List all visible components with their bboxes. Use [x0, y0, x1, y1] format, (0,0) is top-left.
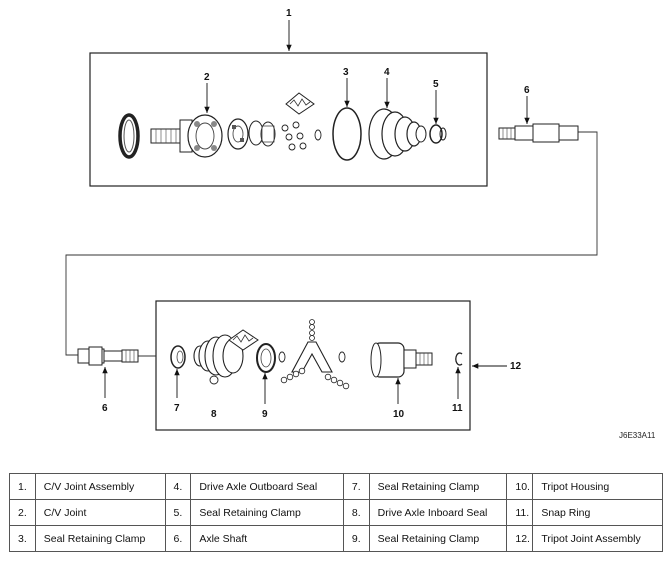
figure-id: J6E33A11: [619, 431, 656, 440]
legend-label: Seal Retaining Clamp: [368, 525, 508, 552]
legend-number: 11.: [506, 499, 534, 526]
legend-number: 4.: [164, 473, 192, 500]
snap-ring-icon: [455, 352, 463, 366]
ball-bearings-icon: [281, 121, 322, 151]
legend-label: Drive Axle Inboard Seal: [368, 499, 508, 526]
legend-label: C/V Joint: [34, 499, 166, 526]
small-seal-clamp-icon: [429, 124, 447, 144]
callout-9: 9: [262, 409, 268, 420]
legend-label: Snap Ring: [532, 499, 663, 526]
cv-joint-assembly-box: [89, 52, 488, 187]
cv-joint-icon: [150, 114, 223, 158]
drive-axle-outboard-seal-icon: [368, 108, 427, 160]
inner-race-icon: [260, 121, 276, 147]
legend-number: 6.: [164, 525, 192, 552]
legend-number: 8.: [342, 499, 370, 526]
legend-number: 10.: [506, 473, 534, 500]
inner-seal-clamp-icon: [170, 345, 186, 369]
spider-bearing-icon: [278, 319, 350, 390]
callout-10: 10: [393, 409, 405, 420]
legend-label: C/V Joint Assembly: [34, 473, 166, 500]
legend-label: Tripot Housing: [532, 473, 663, 500]
tripot-joint-assembly-box: [155, 300, 471, 431]
legend-number: 7.: [342, 473, 370, 500]
drive-axle-inboard-seal-icon: [193, 334, 244, 385]
axle-shaft-lower-icon: [77, 346, 139, 366]
legend-label: Seal Retaining Clamp: [190, 499, 344, 526]
callout-8: 8: [211, 409, 217, 420]
legend-number: 5.: [164, 499, 192, 526]
callout-7: 7: [174, 403, 180, 414]
callout-5: 5: [433, 79, 439, 90]
grease-packet-lower-icon: [228, 329, 259, 351]
legend-label: Seal Retaining Clamp: [34, 525, 166, 552]
grease-packet-icon: [285, 92, 315, 115]
tripot-housing-icon: [370, 342, 433, 378]
callout-12: 12: [510, 361, 522, 372]
legend-label: Axle Shaft: [190, 525, 344, 552]
large-seal-clamp-icon: [256, 343, 276, 373]
callout-1: 1: [286, 8, 292, 19]
axle-shaft-icon: [498, 123, 579, 143]
legend-number: 9.: [342, 525, 370, 552]
seal-retaining-clamp-icon: [332, 107, 362, 161]
callout-6-bottom: 6: [102, 403, 108, 414]
callout-3: 3: [343, 67, 349, 78]
legend-number: 12.: [506, 525, 534, 552]
legend-label: Drive Axle Outboard Seal: [190, 473, 344, 500]
cage-icon: [227, 118, 264, 150]
exploded-axle-diagram: 1 2 3 4 5 6 6 7 8 9 10 11 12 J6E33A11: [65, 8, 656, 440]
callout-4: 4: [384, 67, 390, 78]
assembly-connector-line: [65, 131, 598, 356]
seal-retaining-clamp-ring-icon: [118, 113, 140, 159]
legend-number: 2.: [9, 499, 36, 526]
legend-number: 1.: [9, 473, 36, 500]
legend-label: Tripot Joint Assembly: [532, 525, 663, 552]
legend-label: Seal Retaining Clamp: [368, 473, 508, 500]
legend-number: 3.: [9, 525, 36, 552]
callout-11: 11: [452, 403, 463, 414]
callout-6-top: 6: [524, 85, 530, 96]
callout-2: 2: [204, 72, 210, 83]
